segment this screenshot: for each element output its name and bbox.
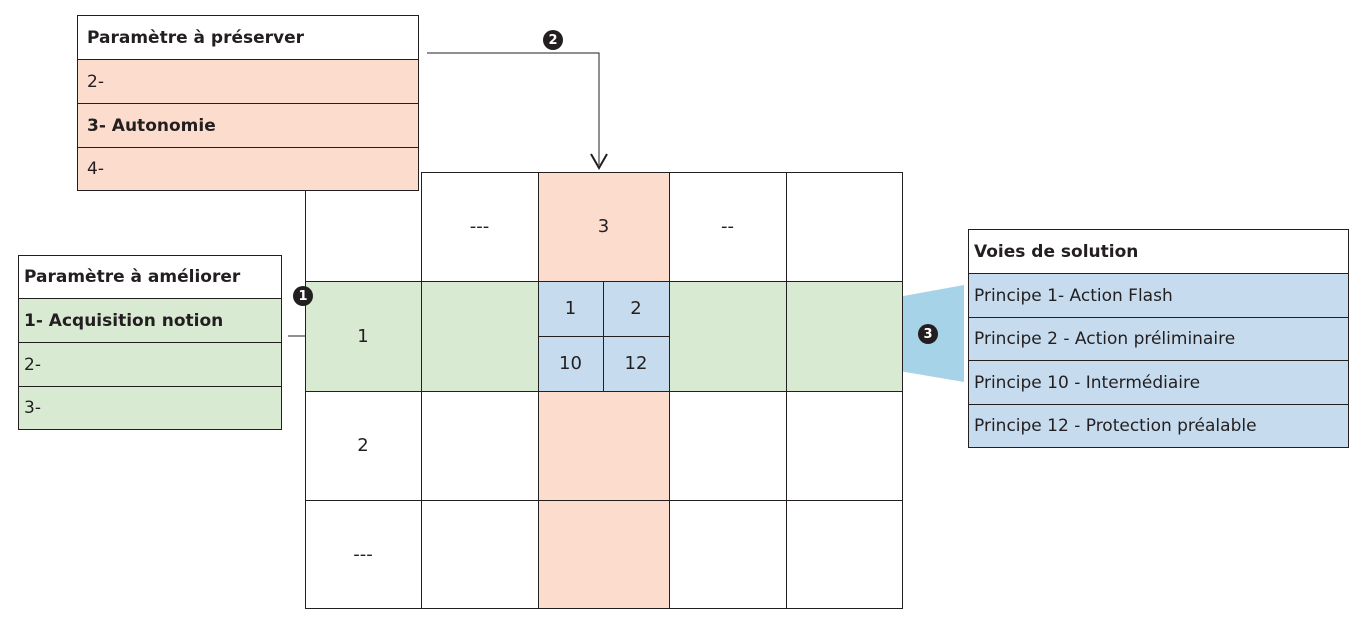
step-marker-1: 1 — [293, 286, 313, 306]
preserve-parameter-table: Paramètre à préserver 2- 3- Autonomie 4- — [77, 15, 419, 191]
improve-parameter-table: Paramètre à améliorer 1- Acquisition not… — [18, 255, 282, 430]
principle-cell: 2 — [603, 281, 669, 336]
improve-table-header: Paramètre à améliorer — [18, 255, 282, 299]
principle-label: 2 — [630, 298, 642, 319]
solutions-table-row: Principe 2 - Action préliminaire — [968, 317, 1349, 361]
matrix-row-header: --- — [305, 500, 421, 609]
matrix-col-header-label: --- — [469, 216, 490, 237]
preserve-table-row: 3- Autonomie — [77, 103, 419, 148]
matrix-col-header: -- — [669, 172, 786, 281]
matrix-row-header: 1 — [305, 281, 421, 391]
solutions-table-row: Principe 10 - Intermédiaire — [968, 360, 1349, 405]
matrix-col-header-label: 3 — [597, 216, 610, 237]
improve-table-row: 1- Acquisition notion — [18, 298, 282, 343]
preserve-table-header: Paramètre à préserver — [77, 15, 419, 60]
matrix-col-header: --- — [421, 172, 538, 281]
matrix-row-header-label: 1 — [357, 325, 369, 347]
matrix-row-header-label: --- — [353, 544, 373, 565]
matrix-row-header-label: 2 — [357, 435, 369, 456]
preserve-table-row: 4- — [77, 147, 419, 191]
solutions-table-header: Voies de solution — [968, 229, 1349, 274]
principle-label: 10 — [559, 353, 582, 374]
step-marker-2: 2 — [543, 30, 563, 50]
principle-label: 12 — [624, 353, 648, 374]
matrix-row-header: 2 — [305, 391, 421, 500]
preserve-arrowhead — [590, 153, 608, 171]
principle-label: 1 — [564, 298, 577, 319]
matrix-col-header: 3 — [538, 172, 669, 281]
principle-cell: 1 — [538, 281, 603, 336]
preserve-table-row: 2- — [77, 59, 419, 104]
solutions-table-row: Principe 1- Action Flash — [968, 273, 1349, 318]
improve-table-row: 2- — [18, 342, 282, 387]
step-marker-3: 3 — [918, 324, 938, 344]
principle-cell: 12 — [603, 336, 669, 391]
preserve-connector — [427, 52, 600, 165]
principle-cell: 10 — [538, 336, 603, 391]
improve-table-row: 3- — [18, 386, 282, 430]
solutions-table-row: Principe 12 - Protection préalable — [968, 404, 1349, 448]
solutions-table: Voies de solution Principe 1- Action Fla… — [968, 229, 1349, 448]
matrix-col-header-label: -- — [721, 216, 734, 237]
